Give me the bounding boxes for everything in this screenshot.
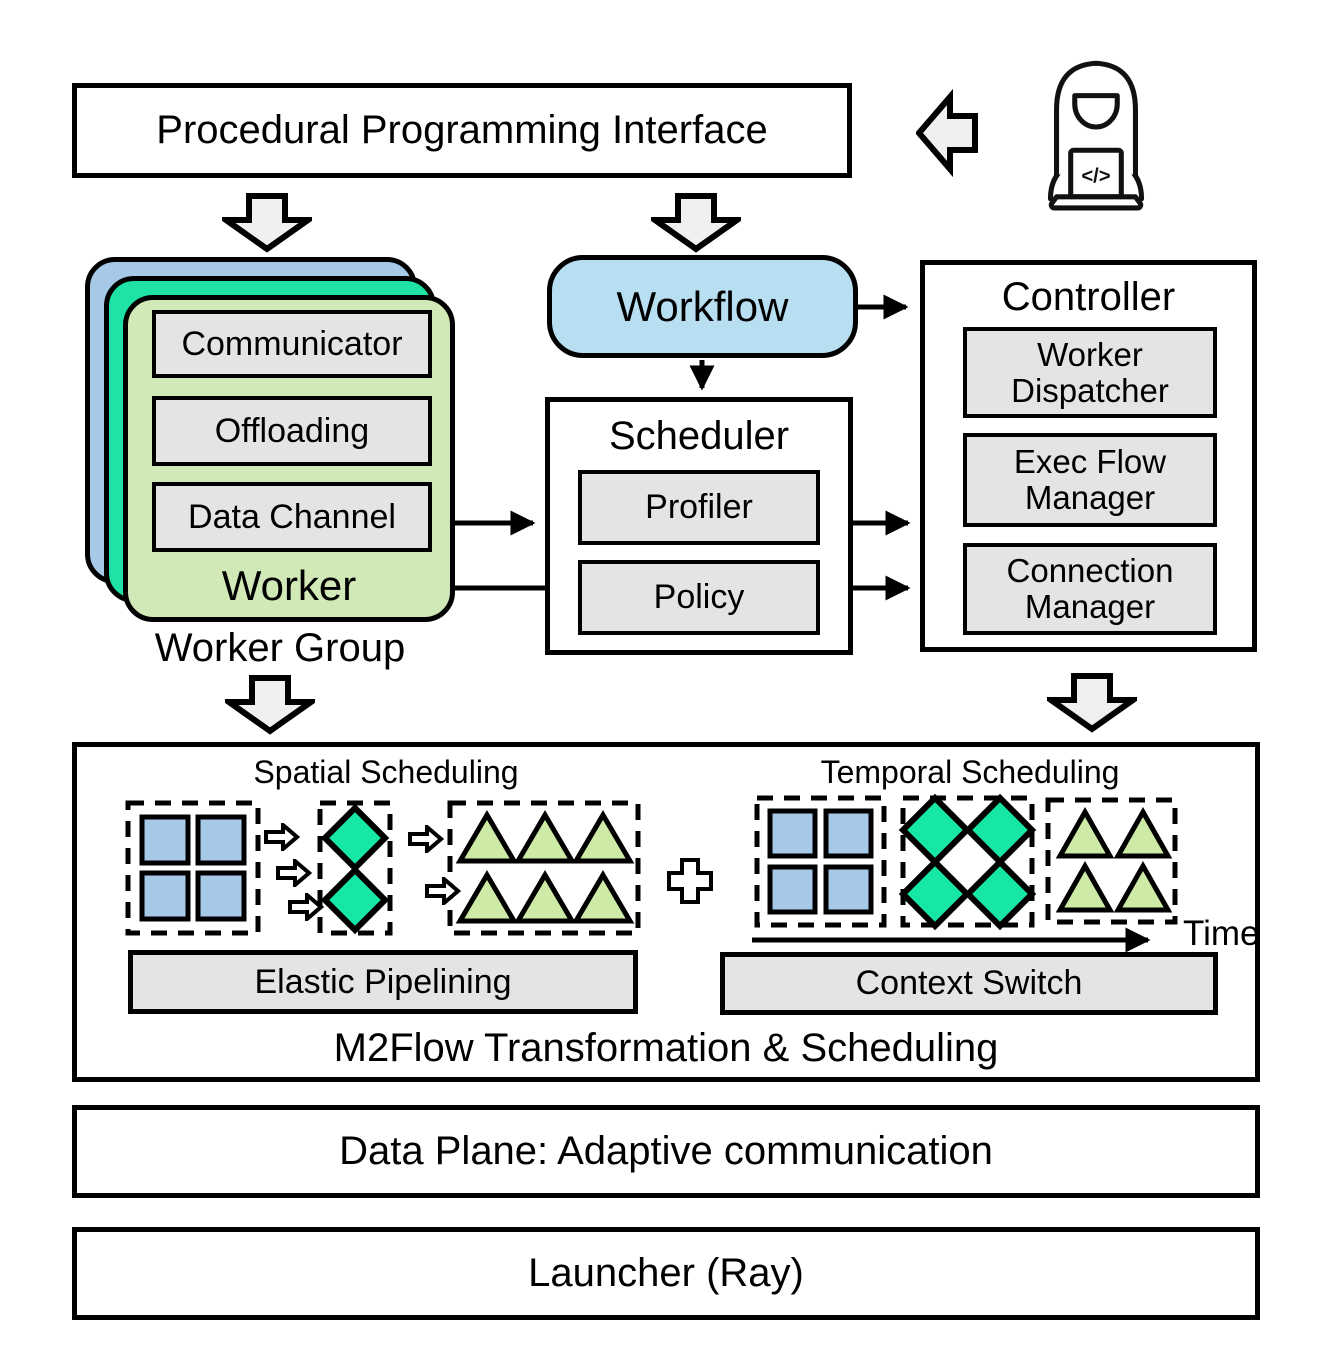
worker-dispatcher-label: Worker Dispatcher: [1011, 335, 1169, 409]
worker-triangle-shapes: [1055, 806, 1173, 913]
hollow-arrow-icon: [288, 893, 323, 921]
elastic-pipelining-label: Elastic Pipelining: [254, 962, 512, 1001]
procedural-programming-interface-label: Procedural Programming Interface: [156, 108, 768, 152]
launcher-box: Launcher (Ray): [72, 1227, 1260, 1320]
worker-diamond-shapes: [898, 793, 1037, 931]
spatial-stage1-dashed-box: [125, 800, 261, 936]
profiler-module: Profiler: [578, 470, 820, 545]
spatial-stage3-dashed-box: [447, 800, 641, 936]
controller-title: Controller: [1001, 275, 1176, 319]
m2flow-title: M2Flow Transformation & Scheduling: [333, 1026, 999, 1070]
launcher-label: Launcher (Ray): [528, 1251, 804, 1295]
connection-manager-label: Connection Manager: [1006, 552, 1174, 625]
data-plane-label: Data Plane: Adaptive communication: [339, 1129, 993, 1173]
offloading-label: Offloading: [214, 411, 370, 450]
temporal-scheduling-graphic: [752, 793, 1178, 953]
context-switch-bar: Context Switch: [720, 952, 1218, 1015]
procedural-programming-interface-box: Procedural Programming Interface: [72, 83, 852, 178]
temporal-stage2-dashed-box: [900, 795, 1035, 928]
exec-flow-manager-module: Exec Flow Manager: [963, 433, 1217, 527]
spatial-scheduling-title: Spatial Scheduling: [253, 754, 519, 790]
data-channel-module: Data Channel: [152, 482, 432, 552]
down-arrow-icon: [225, 674, 315, 736]
policy-label: Policy: [653, 578, 745, 617]
data-plane-box: Data Plane: Adaptive communication: [72, 1105, 1260, 1198]
temporal-scheduling-title: Temporal Scheduling: [820, 754, 1120, 790]
laptop-code-glyph: </>: [1081, 166, 1110, 188]
hollow-arrow-icon: [425, 877, 460, 905]
spatial-scheduling-graphic: [125, 800, 713, 936]
context-switch-label: Context Switch: [855, 964, 1083, 1003]
workflow-box: Workflow: [547, 255, 858, 358]
worker-group-label: Worker Group: [154, 626, 406, 670]
elastic-pipelining-bar: Elastic Pipelining: [128, 950, 638, 1014]
exec-flow-manager-label: Exec Flow Manager: [1013, 443, 1167, 516]
user-at-laptop-icon: </>: [1047, 60, 1145, 211]
communicator-module: Communicator: [152, 310, 432, 378]
worker-square-shapes: [139, 814, 247, 922]
spatial-stage2-dashed-box: [317, 800, 393, 936]
worker-label: Worker: [221, 562, 357, 609]
worker-triangle-shapes: [455, 810, 635, 924]
laptop-base: [1048, 194, 1144, 211]
offloading-module: Offloading: [152, 396, 432, 466]
down-arrow-icon: [1047, 672, 1137, 734]
data-channel-label: Data Channel: [188, 497, 396, 536]
time-label: Time: [1183, 914, 1260, 953]
profiler-label: Profiler: [645, 488, 753, 527]
hollow-arrow-icon: [264, 823, 299, 851]
temporal-stage1-dashed-box: [754, 795, 887, 928]
temporal-stage3-dashed-box: [1045, 797, 1178, 925]
worker-square-shapes: [767, 808, 874, 915]
scheduler-title: Scheduler: [608, 414, 790, 458]
hollow-arrow-icon: [408, 825, 443, 853]
plus-icon: [667, 858, 713, 904]
user-hair: [1053, 60, 1139, 178]
communicator-label: Communicator: [181, 324, 403, 363]
user-face: [1072, 93, 1120, 130]
workflow-label: Workflow: [616, 282, 789, 330]
down-arrow-icon: [222, 193, 312, 253]
hollow-arrow-icon: [276, 859, 311, 887]
down-arrow-icon: [651, 193, 741, 253]
worker-dispatcher-module: Worker Dispatcher: [963, 327, 1217, 418]
policy-module: Policy: [578, 560, 820, 635]
worker-diamond-shapes: [320, 803, 390, 935]
left-arrow-icon: [916, 88, 978, 178]
connection-manager-module: Connection Manager: [963, 543, 1217, 635]
